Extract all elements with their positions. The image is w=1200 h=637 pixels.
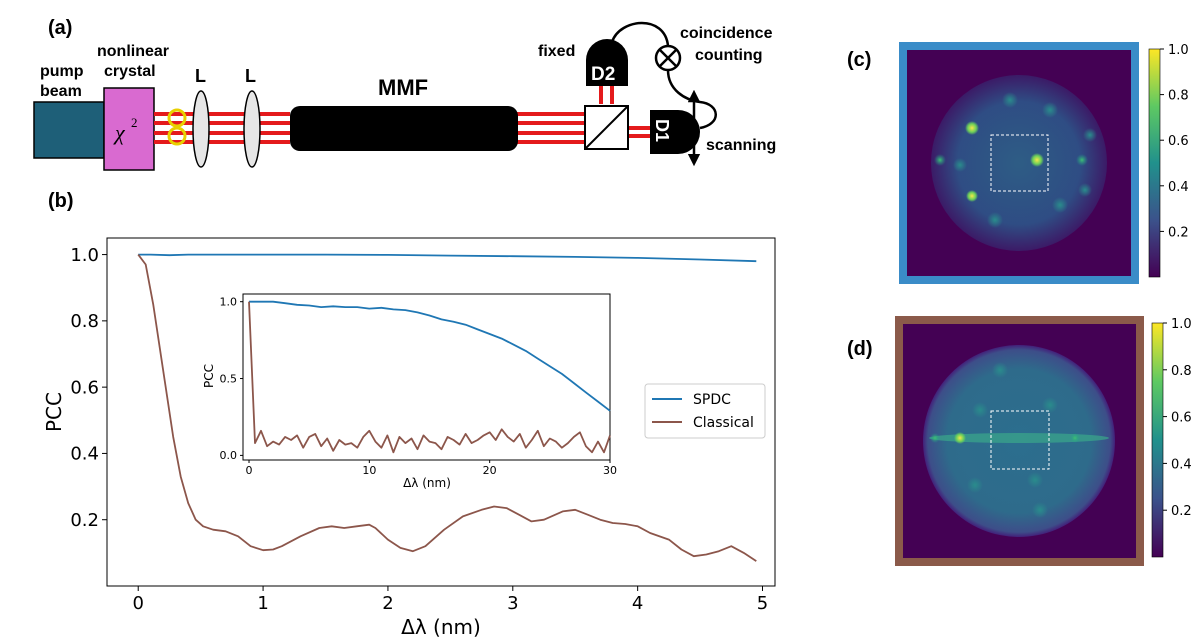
legend: SPDC Classical [644,383,766,439]
inset-x-tick-label: 30 [603,464,617,477]
pump-label-line2: beam [40,83,82,100]
photon-beams [154,86,650,144]
inset-plot-lines [248,300,611,454]
beam-splitter [584,105,629,150]
inset-x-axis-label: Δλ (nm) [403,476,451,490]
main-line-spdc [138,253,757,263]
coincidence-label-line1: coincidence [680,25,773,42]
panel-c-speckle-spots [934,92,1097,228]
main-y-tick-label: 0.8 [70,311,99,332]
chi-symbol: χ [113,120,126,145]
detector-d2 [586,39,628,86]
panel-c-image: (c) 0.2 0.4 0.6 0.8 1.0 [847,42,1189,284]
main-x-tick-label: 2 [382,593,393,614]
colorbar-tick-label: 0.2 [1171,504,1192,519]
panel-d-speckle-spots [929,362,1109,518]
coincidence-label-line2: counting [695,47,763,64]
panel-d-colorbar [1151,322,1164,558]
fiber-label: MMF [378,75,428,100]
inset-y-tick-label: 0.5 [220,372,238,385]
colorbar-tick-label: 1.0 [1171,317,1192,332]
panel-c-colorbar-ticks: 0.2 0.4 0.6 0.8 1.0 [1160,43,1189,240]
panel-b-tag: (b) [48,190,74,212]
main-x-tick-label: 5 [757,593,768,614]
pump-label-line1: pump [40,63,84,80]
inset-plot-frame [242,293,611,461]
detector-d2-label: D2 [591,64,615,85]
main-x-axis: 0 1 2 3 4 5 [132,586,768,614]
legend-classical-label: Classical [693,415,754,431]
colorbar-tick-label: 0.6 [1168,134,1189,149]
colorbar-tick-label: 0.2 [1168,225,1189,240]
pump-beam-block [33,101,105,159]
main-y-axis: 0.2 0.4 0.6 0.8 1.0 [70,245,107,531]
main-x-tick-label: 1 [257,593,268,614]
panel-a-tag: (a) [48,17,72,39]
panel-d-image: (d) 0.2 0.4 0.6 0.8 1.0 [847,316,1192,566]
legend-spdc-label: SPDC [693,392,731,408]
inset-y-axis-label: PCC [202,364,216,388]
coincidence-multiplier-icon [654,44,682,72]
panel-d-colorbar-ticks: 0.2 0.4 0.6 0.8 1.0 [1163,317,1192,519]
inset-x-tick-label: 20 [483,464,497,477]
main-y-tick-label: 0.6 [70,377,99,398]
crystal-label-line1: nonlinear [97,43,169,60]
colorbar-tick-label: 0.8 [1168,89,1189,104]
panel-b-chart: (b) 0.2 0.4 0.6 0.8 1.0 0 1 2 3 4 5 PCC Δλ (nm) S… [42,190,776,637]
inset-x-axis: 0 10 20 30 [246,460,617,477]
detector-d1-label: D1 [652,119,672,142]
main-y-tick-label: 0.2 [70,510,99,531]
panel-d-roi-box [990,410,1050,470]
colorbar-tick-label: 0.8 [1171,364,1192,379]
main-y-tick-label: 1.0 [70,245,99,266]
scanning-label: scanning [706,137,776,154]
colorbar-tick-label: 0.4 [1171,457,1192,472]
lens-1 [192,90,210,168]
fixed-label: fixed [538,43,575,60]
panel-d-tag: (d) [847,338,873,360]
inset-x-tick-label: 10 [362,464,376,477]
inset-y-tick-label: 0.0 [220,449,238,462]
main-x-axis-label: Δλ (nm) [401,615,481,637]
crystal-label-line2: crystal [104,63,156,80]
colorbar-tick-label: 1.0 [1168,43,1189,58]
main-plot-lines [137,253,757,562]
inset-line-classical [248,301,611,454]
lens-1-label: L [195,66,206,86]
main-line-classical [137,254,757,562]
colorbar-tick-label: 0.4 [1168,180,1189,195]
panel-c-tag: (c) [847,49,871,71]
multimode-fiber [290,106,518,151]
chi-exponent: 2 [131,115,138,130]
nonlinear-crystal [103,87,155,171]
inset-y-axis: 0.0 0.5 1.0 [220,296,243,462]
lens-2-label: L [245,66,256,86]
main-y-tick-label: 0.4 [70,444,99,465]
lens-2 [243,90,261,168]
panel-a-setup: (a) pump beam nonlinear crystal χ 2 [33,17,776,171]
main-x-tick-label: 4 [632,593,643,614]
entangled-photon-icon [167,108,187,146]
main-x-tick-label: 0 [132,593,143,614]
main-y-axis-label: PCC [42,392,66,432]
detector-d1 [650,110,700,154]
inset-x-tick-label: 0 [246,464,253,477]
d2-cable [610,21,670,47]
colorbar-tick-label: 0.6 [1171,411,1192,426]
inset-chart: 0.0 0.5 1.0 0 10 20 30 PCC Δλ (nm) [202,293,617,490]
main-x-tick-label: 3 [507,593,518,614]
inset-y-tick-label: 1.0 [220,296,238,309]
panel-c-roi-box [990,134,1049,192]
panel-c-colorbar [1148,48,1161,278]
inset-line-spdc [249,300,611,412]
